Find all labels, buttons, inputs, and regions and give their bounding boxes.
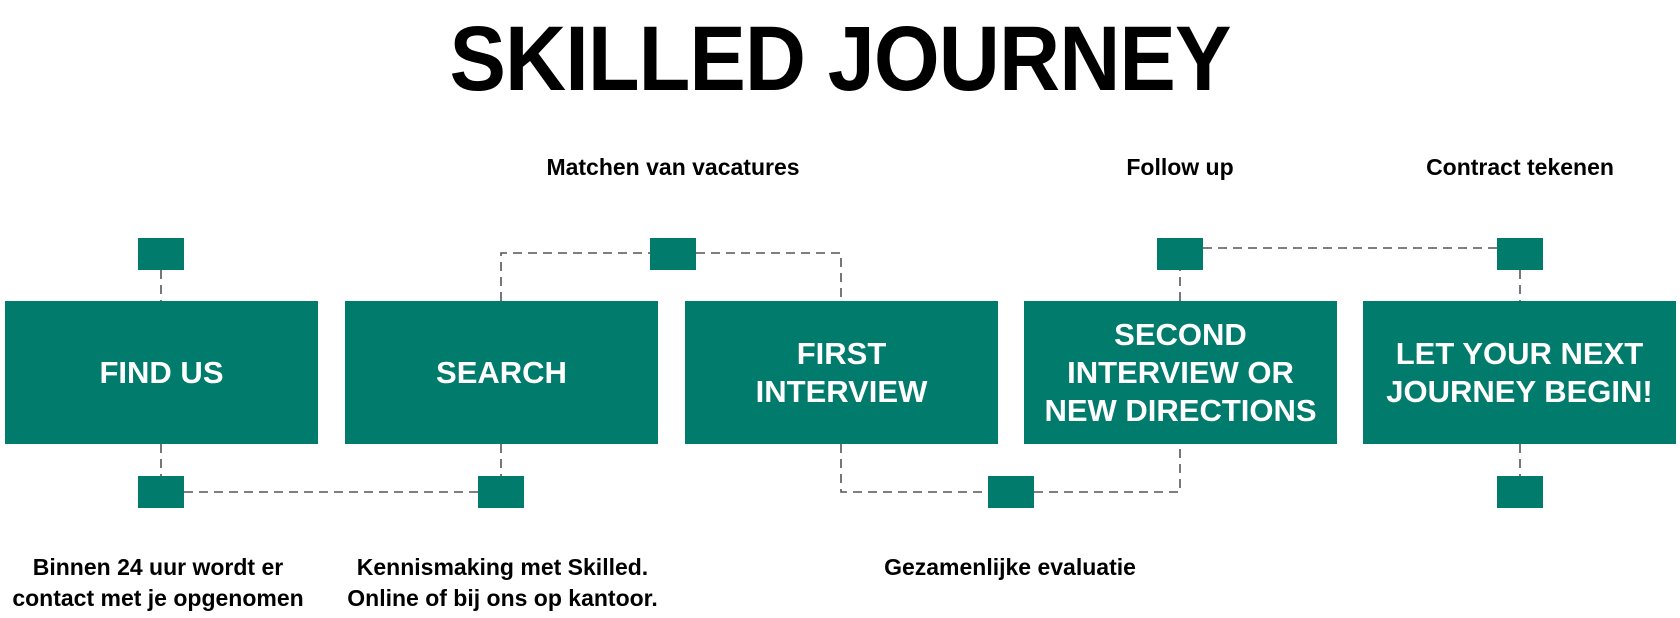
step-label: FIRST INTERVIEW — [755, 335, 928, 409]
label-gezamenlijke-evaluatie: Gezamenlijke evaluatie — [884, 554, 1136, 580]
connector-bottom-interview-second — [840, 444, 1181, 493]
label-kennismaking: Kennismaking met Skilled. Online of bij … — [347, 554, 658, 611]
label-binnen-24-uur: Binnen 24 uur wordt er contact met je op… — [12, 554, 304, 611]
step-search: SEARCH — [345, 301, 658, 444]
node-follow-up-top — [1157, 238, 1203, 270]
step-find-us: FIND US — [5, 301, 318, 444]
label-follow-up: Follow up — [1126, 154, 1234, 180]
node-contract-top — [1497, 238, 1543, 270]
step-first-interview: FIRST INTERVIEW — [685, 301, 998, 444]
step-next-journey: LET YOUR NEXT JOURNEY BEGIN! — [1363, 301, 1676, 444]
connector-top-search-interview — [500, 252, 842, 301]
node-find-us-top — [138, 238, 184, 270]
node-journey-bottom — [1497, 476, 1543, 508]
node-find-us-bottom — [138, 476, 184, 508]
label-matchen-van-vacatures: Matchen van vacatures — [546, 154, 800, 180]
node-matchen-top — [650, 238, 696, 270]
label-contract-tekenen: Contract tekenen — [1426, 154, 1614, 180]
step-second-interview: SECOND INTERVIEW OR NEW DIRECTIONS — [1024, 301, 1337, 444]
node-evaluatie-bottom — [988, 476, 1034, 508]
node-search-bottom — [478, 476, 524, 508]
step-label: LET YOUR NEXT JOURNEY BEGIN! — [1386, 335, 1653, 409]
step-label: SEARCH — [436, 354, 567, 390]
page-title: SKILLED JOURNEY — [449, 8, 1232, 110]
step-label: SECOND INTERVIEW OR NEW DIRECTIONS — [1044, 316, 1317, 428]
step-label: FIND US — [99, 354, 224, 390]
